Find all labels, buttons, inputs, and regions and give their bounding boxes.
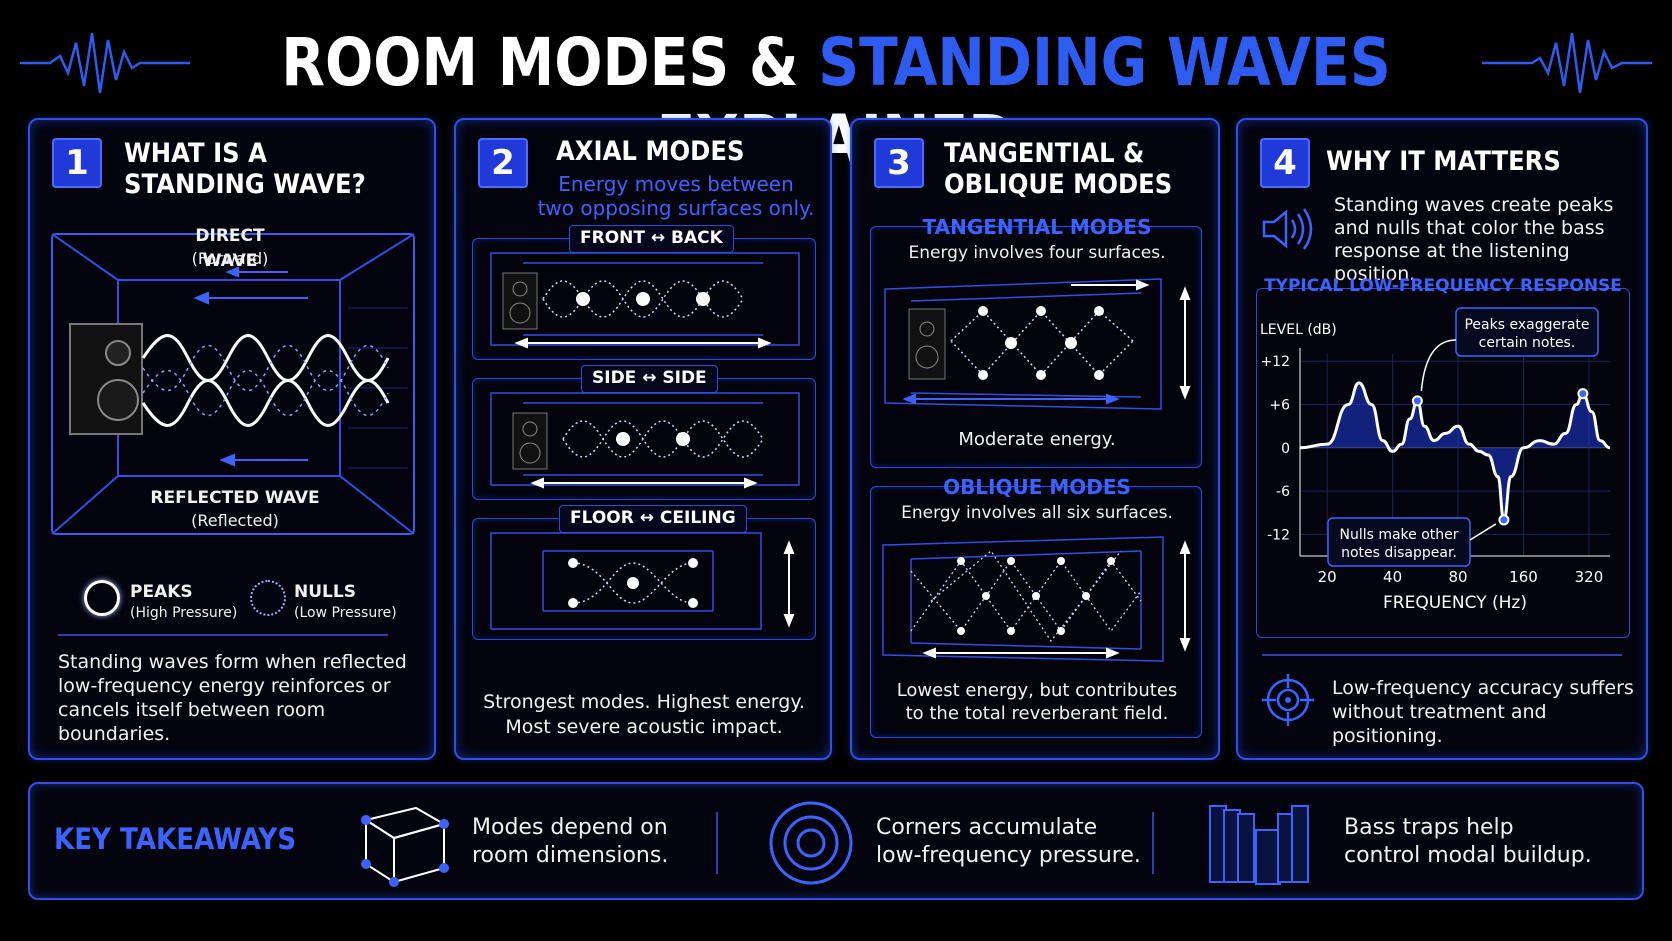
tangential-note: Moderate energy.	[958, 429, 1116, 450]
mode-card-floor-ceiling: FLOOR ↔ CEILING	[472, 505, 816, 640]
x-tick-label: 160	[1509, 568, 1538, 586]
annotation-box	[1455, 307, 1599, 357]
peaks-legend-icon	[84, 580, 120, 616]
x-tick-label: 40	[1383, 568, 1402, 586]
room-standing-wave-diagram	[51, 233, 415, 535]
y-tick-label: +6	[1269, 398, 1290, 414]
bass-trap-icon	[1209, 805, 1309, 885]
front-back-diagram	[490, 252, 800, 349]
data-point	[1498, 514, 1510, 526]
panel-number: 2	[478, 138, 528, 188]
panel-description: Strongest modes. Highest energy.Most sev…	[483, 691, 805, 738]
direct-wave-sub: (Forward)	[191, 249, 269, 268]
x-axis-label: FREQUENCY (Hz)	[1383, 593, 1527, 613]
header: ROOM MODES & STANDING WAVES EXPLAINED	[0, 18, 1672, 178]
panel-tangential-oblique: 3 TANGENTIAL &OBLIQUE MODES TANGENTIAL M…	[850, 118, 1220, 760]
takeaways-label: KEY TAKEAWAYS	[54, 822, 297, 856]
oblique-sub: Energy involves all six surfaces.	[901, 503, 1173, 523]
panel-title: TANGENTIAL &OBLIQUE MODES	[944, 138, 1173, 200]
y-axis-label: LEVEL (dB)	[1260, 322, 1337, 338]
annotation-text: notes disappear.	[1341, 545, 1457, 561]
y-tick-label: 0	[1281, 441, 1290, 457]
y-tick-label: -6	[1276, 484, 1290, 500]
nulls-label: NULLS	[294, 582, 356, 602]
concentric-circles-icon	[769, 801, 853, 885]
data-point	[1577, 388, 1589, 400]
annotation-arrow	[1420, 339, 1457, 391]
frequency-response-chart: +12 +6 0 -6 -12 20 40 80 160 320 LEVEL (dB) FREQUEN…	[1260, 307, 1611, 613]
divider	[58, 634, 388, 636]
floor-ceiling-diagram	[490, 532, 795, 630]
chart-title: TYPICAL LOW-FREQUENCY RESPONSE	[1264, 276, 1622, 296]
annotation-arrow	[1469, 523, 1497, 541]
annotation-text: Peaks exaggerate	[1464, 317, 1589, 333]
reflected-wave-sub: (Reflected)	[191, 511, 279, 530]
x-tick-label: 80	[1448, 568, 1467, 586]
divider	[1262, 654, 1622, 656]
x-tick-label: 20	[1318, 568, 1337, 586]
panel-number: 1	[52, 138, 102, 188]
annotation-text: Nulls make other	[1339, 527, 1458, 543]
annotation-box	[1327, 517, 1471, 567]
data-point	[1411, 395, 1423, 407]
annotation-text: certain notes.	[1479, 335, 1576, 351]
oblique-title: OBLIQUE MODES	[943, 475, 1131, 499]
target-icon	[1262, 674, 1314, 726]
nulls-legend-icon	[250, 580, 286, 616]
y-tick-label: -12	[1267, 527, 1290, 543]
oblique-modes-card: OBLIQUE MODES Energy involves all six su…	[870, 475, 1202, 738]
divider	[1152, 812, 1154, 874]
tangential-title: TANGENTIAL MODES	[922, 215, 1152, 239]
panel-number: 4	[1260, 138, 1310, 188]
direct-wave-label: DIRECT WAVE	[195, 226, 265, 271]
waveform-right-icon	[1482, 32, 1652, 94]
mode-card-side-side: SIDE ↔ SIDE	[472, 365, 816, 500]
mode-card-front-back: FRONT ↔ BACK	[472, 225, 816, 360]
mode-tag: FLOOR ↔ CEILING	[559, 505, 747, 533]
divider	[716, 812, 718, 874]
chart-frame	[1256, 288, 1630, 638]
tangential-modes-card: TANGENTIAL MODES Energy involves four su…	[870, 215, 1202, 468]
speaker-icon	[1262, 208, 1313, 250]
side-side-diagram	[490, 392, 800, 489]
panel-number: 3	[874, 138, 924, 188]
panel-title: WHY IT MATTERS	[1326, 146, 1561, 177]
panel-why-it-matters: 4 WHY IT MATTERS Standing waves create p…	[1236, 118, 1648, 760]
room-cube-icon	[361, 806, 449, 887]
y-tick-label: +12	[1260, 354, 1290, 370]
x-tick-label: 320	[1575, 568, 1604, 586]
oblique-diagram	[882, 536, 1191, 662]
panel-title: AXIAL MODES	[556, 136, 745, 167]
tangential-diagram	[884, 278, 1191, 410]
reflected-wave-label: REFLECTED WAVE	[150, 488, 320, 508]
tangential-sub: Energy involves four surfaces.	[908, 243, 1166, 263]
waveform-left-icon	[20, 32, 190, 94]
response-line	[1299, 381, 1611, 522]
peaks-label: PEAKS	[130, 582, 193, 602]
peaks-sub: (High Pressure)	[130, 605, 238, 621]
mode-tag: FRONT ↔ BACK	[569, 225, 734, 253]
nulls-sub: (Low Pressure)	[294, 605, 397, 621]
